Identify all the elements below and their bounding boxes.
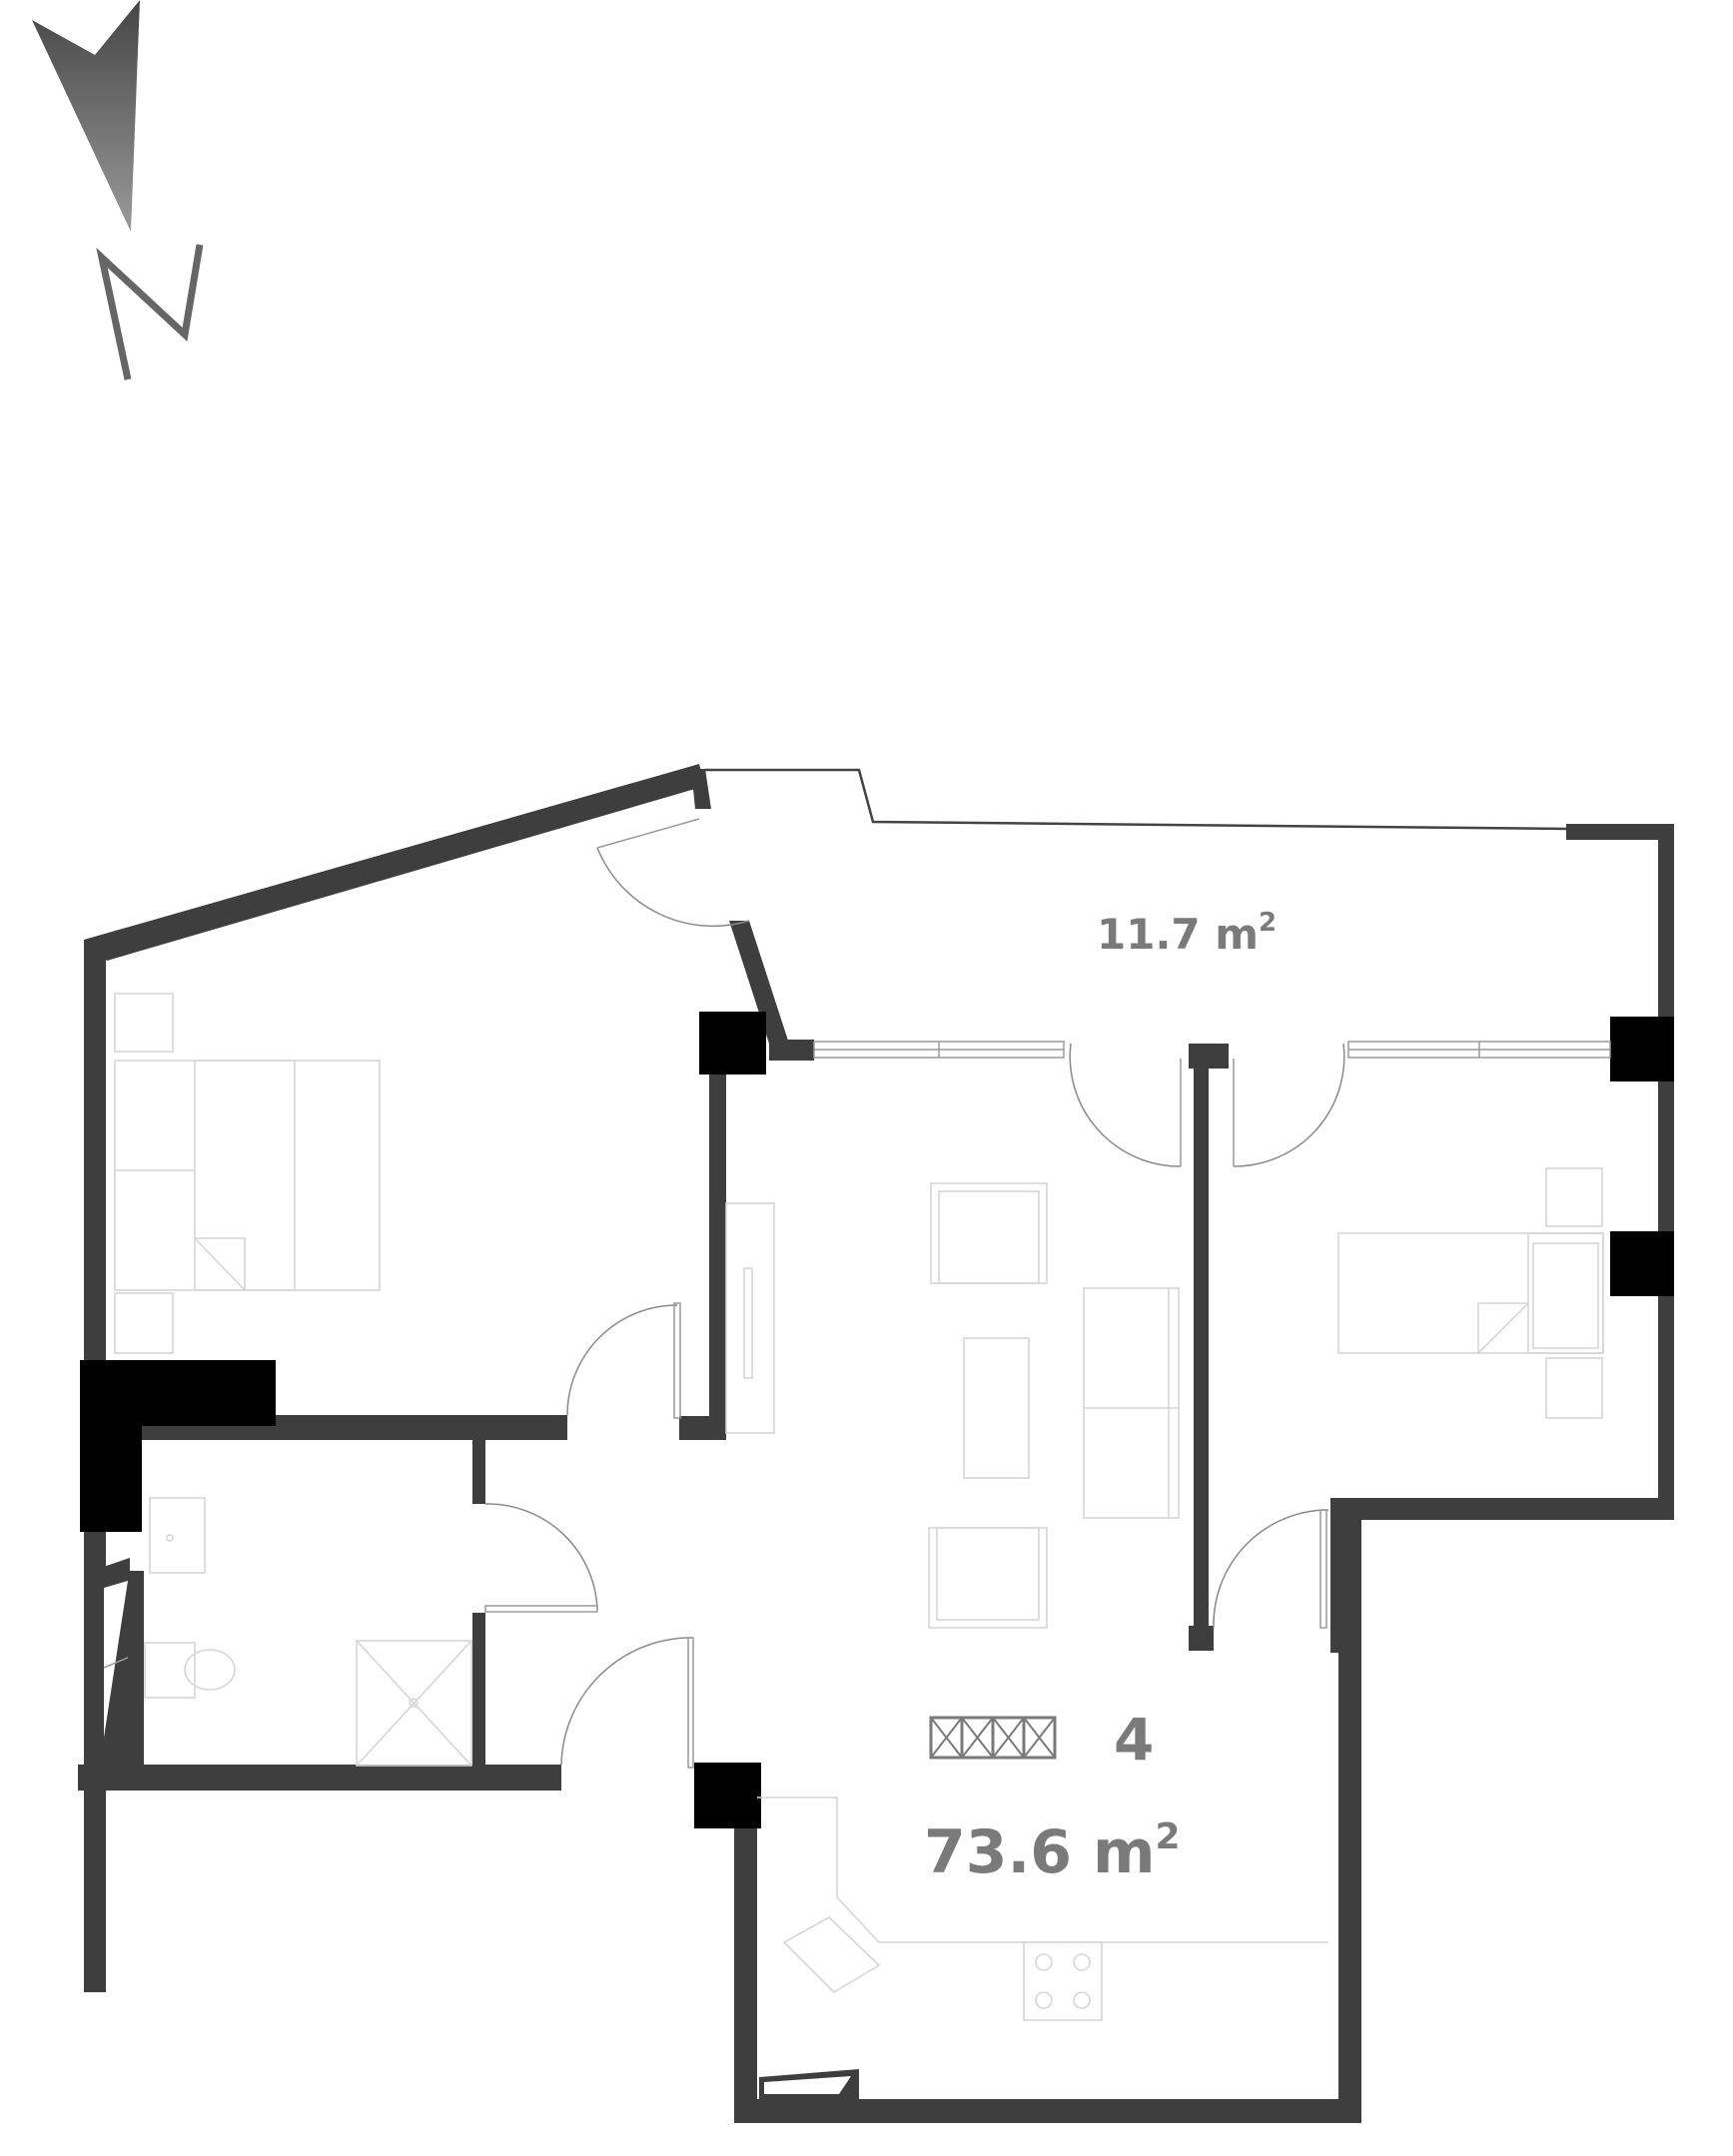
apartment-area-label: 73.6 m2 bbox=[924, 1816, 1181, 1887]
columns bbox=[80, 1012, 1674, 1828]
apartment-number: 4 bbox=[1114, 1706, 1154, 1774]
door-swings bbox=[484, 818, 1345, 1769]
walls bbox=[78, 764, 1674, 2123]
balcony-area-label: 11.7 m2 bbox=[1097, 908, 1277, 959]
room-count-icon bbox=[929, 1716, 1057, 1760]
windows bbox=[92, 1041, 1611, 2099]
furniture bbox=[114, 993, 1604, 2021]
north-arrow-icon bbox=[32, 0, 204, 380]
balcony-outline bbox=[704, 768, 1572, 831]
